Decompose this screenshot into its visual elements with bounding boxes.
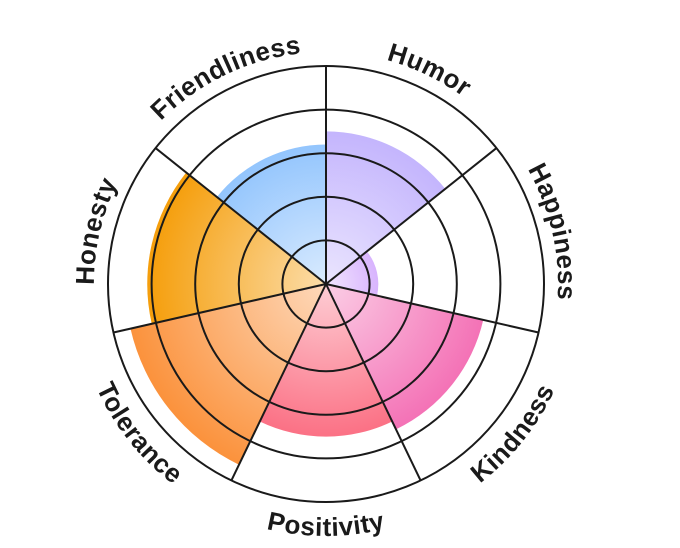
grid-spoke-2 (325, 147, 498, 285)
sector-positivity[interactable] (259, 284, 393, 437)
sector-honesty[interactable] (147, 172, 326, 324)
sector-happiness[interactable] (326, 251, 379, 296)
grid-spoke-4 (325, 283, 422, 481)
label-happiness: Happiness (522, 158, 582, 301)
sector-group (130, 131, 484, 465)
label-friendliness: Friendliness (144, 29, 302, 125)
grid-spoke-5 (230, 283, 327, 481)
sector-humor[interactable] (326, 131, 446, 284)
grid-spoke-3 (325, 283, 539, 334)
grid-spoke-6 (113, 283, 327, 334)
grid-group (107, 65, 545, 503)
sector-kindness[interactable] (326, 284, 484, 430)
label-positivity: Positivity (265, 505, 387, 542)
grid-spoke-7 (154, 147, 327, 285)
sector-tolerance[interactable] (130, 284, 326, 465)
